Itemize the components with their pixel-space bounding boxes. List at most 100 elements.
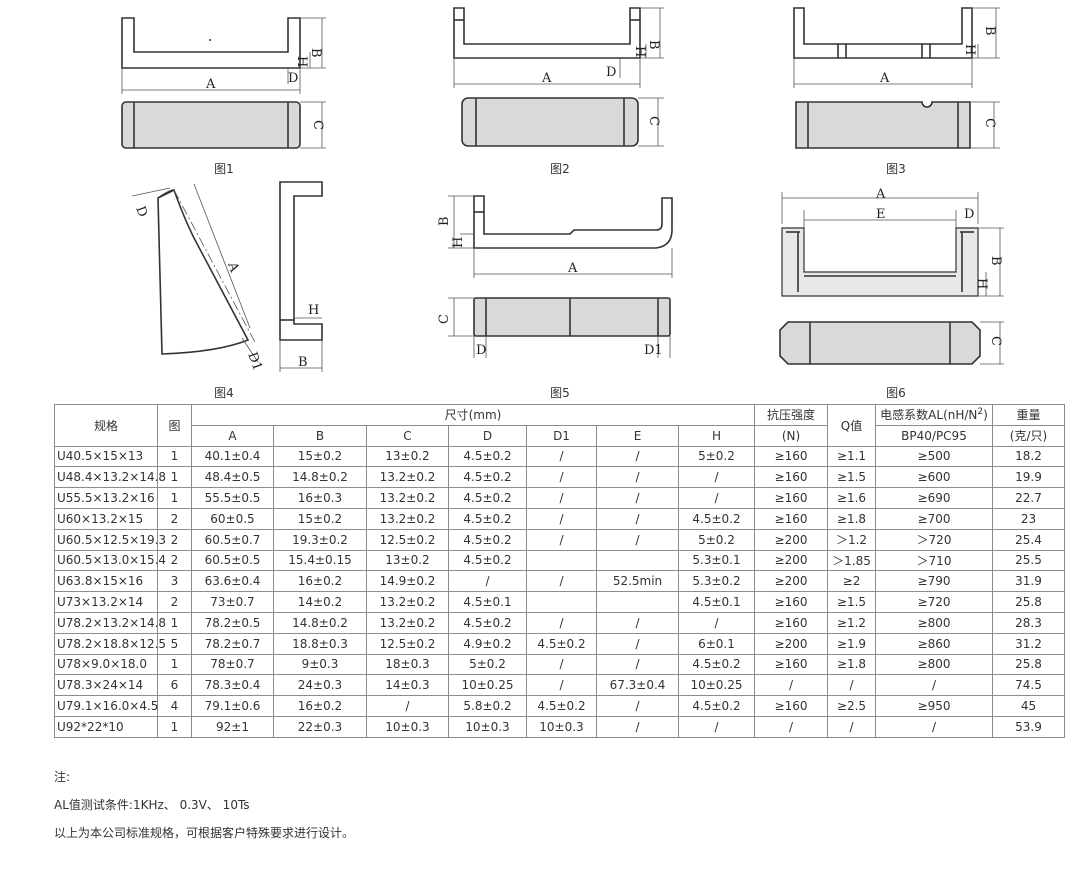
cell-q: ≥2.5 <box>827 695 876 717</box>
cell-al: ＞710 <box>875 549 993 572</box>
cell-fig: 1 <box>157 487 192 509</box>
dim-letter-d: D <box>964 207 974 222</box>
cell-h: 5±0.2 <box>678 445 755 468</box>
cell-b: 15.4±0.15 <box>273 549 367 572</box>
cell-w: 28.3 <box>992 611 1065 634</box>
cell-q: ≥1.8 <box>827 507 876 530</box>
cell-w: 25.8 <box>992 653 1065 676</box>
cell-al: ≥950 <box>875 695 993 717</box>
cell-q: ＞1.2 <box>827 528 876 551</box>
cell-c: 13±0.2 <box>366 445 449 468</box>
cell-d: 4.9±0.2 <box>448 632 527 655</box>
cell-c: / <box>366 695 449 717</box>
cell-name: U48.4×13.2×14.8 <box>54 466 166 489</box>
header-fig: 图 <box>157 404 192 447</box>
cell-d1: 4.5±0.2 <box>526 632 597 655</box>
header-al: 电感系数AL(nH/N2) <box>875 404 993 426</box>
cell-w: 45 <box>992 695 1065 717</box>
cell-w: 22.7 <box>992 487 1065 509</box>
cell-al: ＞720 <box>875 528 993 551</box>
cell-w: 19.9 <box>992 466 1065 489</box>
cell-name: U78.2×18.8×12.5 <box>54 632 166 655</box>
dim-letter-a: A <box>875 187 886 202</box>
cell-d: 4.5±0.2 <box>448 487 527 509</box>
note-custom-design: 以上为本公司标准规格，可根据客户特殊要求进行设计。 <box>54 826 355 840</box>
cell-w: 74.5 <box>992 674 1065 697</box>
cell-al: / <box>875 715 993 738</box>
header-al-sub: BP40/PC95 <box>875 424 993 447</box>
figure-2-caption: 图2 <box>550 162 570 176</box>
cell-c: 14±0.3 <box>366 674 449 697</box>
cell-d: 4.5±0.2 <box>448 549 527 572</box>
cell-al: ≥790 <box>875 570 993 593</box>
dim-letter-c: C <box>437 314 452 324</box>
cell-d1: / <box>526 674 597 697</box>
dim-letter-a: A <box>879 71 890 86</box>
cell-name: U78×9.0×18.0 <box>54 653 158 676</box>
cell-h: 5±0.2 <box>678 528 755 551</box>
note-al-condition: AL值测试条件:1KHz、 0.3V、 10Ts <box>54 798 250 812</box>
cell-name: U78.3×24×14 <box>54 674 158 697</box>
cell-d: 4.5±0.2 <box>448 507 527 530</box>
spec-table: 规格 图 尺寸(mm) 抗压强度 Q值 电感系数AL(nH/N2) 重量 A B… <box>54 404 1065 738</box>
cell-q: ≥1.8 <box>827 653 876 676</box>
cell-q: ＞1.85 <box>827 549 876 572</box>
cell-h: 4.5±0.2 <box>678 695 755 717</box>
cell-q: ≥1.9 <box>827 632 876 655</box>
cell-n: ≥200 <box>754 549 828 572</box>
cell-w: 53.9 <box>992 715 1065 738</box>
cell-d: 4.5±0.2 <box>448 528 527 551</box>
cell-name: U92*22*10 <box>54 715 158 738</box>
dim-letter-c: C <box>646 116 661 126</box>
cell-d1: / <box>526 653 597 676</box>
dim-letter-d: D <box>288 71 298 86</box>
cell-e: / <box>596 466 679 489</box>
dim-letter-a: A <box>205 77 216 92</box>
cell-w: 25.8 <box>992 591 1065 613</box>
figure-5-drawing: A B H C D D1 <box>437 190 684 370</box>
cell-fig: 1 <box>157 653 192 676</box>
figure-4-drawing: A D D1 B H <box>118 178 338 378</box>
cell-d1: / <box>526 466 597 489</box>
cell-n: ≥160 <box>754 507 828 530</box>
cell-d: / <box>448 570 527 593</box>
dim-letter-d: D <box>476 343 486 358</box>
cell-b: 24±0.3 <box>273 674 367 697</box>
dim-letter-b: B <box>988 256 1003 266</box>
cell-n: ≥200 <box>754 528 828 551</box>
cell-h: / <box>678 466 755 489</box>
header-weight-unit: (克/只) <box>992 424 1065 447</box>
cell-name: U60.5×13.0×15.4 <box>54 549 166 572</box>
cell-e: 52.5min <box>596 570 679 593</box>
header-col-e: E <box>596 424 679 447</box>
dim-letter-h: H <box>451 237 466 248</box>
cell-h: / <box>678 487 755 509</box>
dim-letter-h: H <box>632 46 647 57</box>
figure-6-drawing: A E D B H C <box>770 184 1010 372</box>
cell-c: 10±0.3 <box>366 715 449 738</box>
cell-n: ≥160 <box>754 695 828 717</box>
cell-c: 13.2±0.2 <box>366 507 449 530</box>
cell-a: 79.1±0.6 <box>191 695 274 717</box>
figure-1-caption: 图1 <box>214 162 234 176</box>
figure-6-caption: 图6 <box>886 386 906 400</box>
cell-b: 9±0.3 <box>273 653 367 676</box>
cell-d1: 10±0.3 <box>526 715 597 738</box>
dim-letter-d: D <box>606 65 616 80</box>
cell-w: 18.2 <box>992 445 1065 468</box>
cell-h: 6±0.1 <box>678 632 755 655</box>
cell-n: ≥200 <box>754 570 828 593</box>
figure-3-caption: 图3 <box>886 162 906 176</box>
cell-al: ≥800 <box>875 611 993 634</box>
cell-e <box>596 591 679 613</box>
cell-c: 18±0.3 <box>366 653 449 676</box>
cell-h: 5.3±0.1 <box>678 549 755 572</box>
cell-name: U73×13.2×14 <box>54 591 158 613</box>
